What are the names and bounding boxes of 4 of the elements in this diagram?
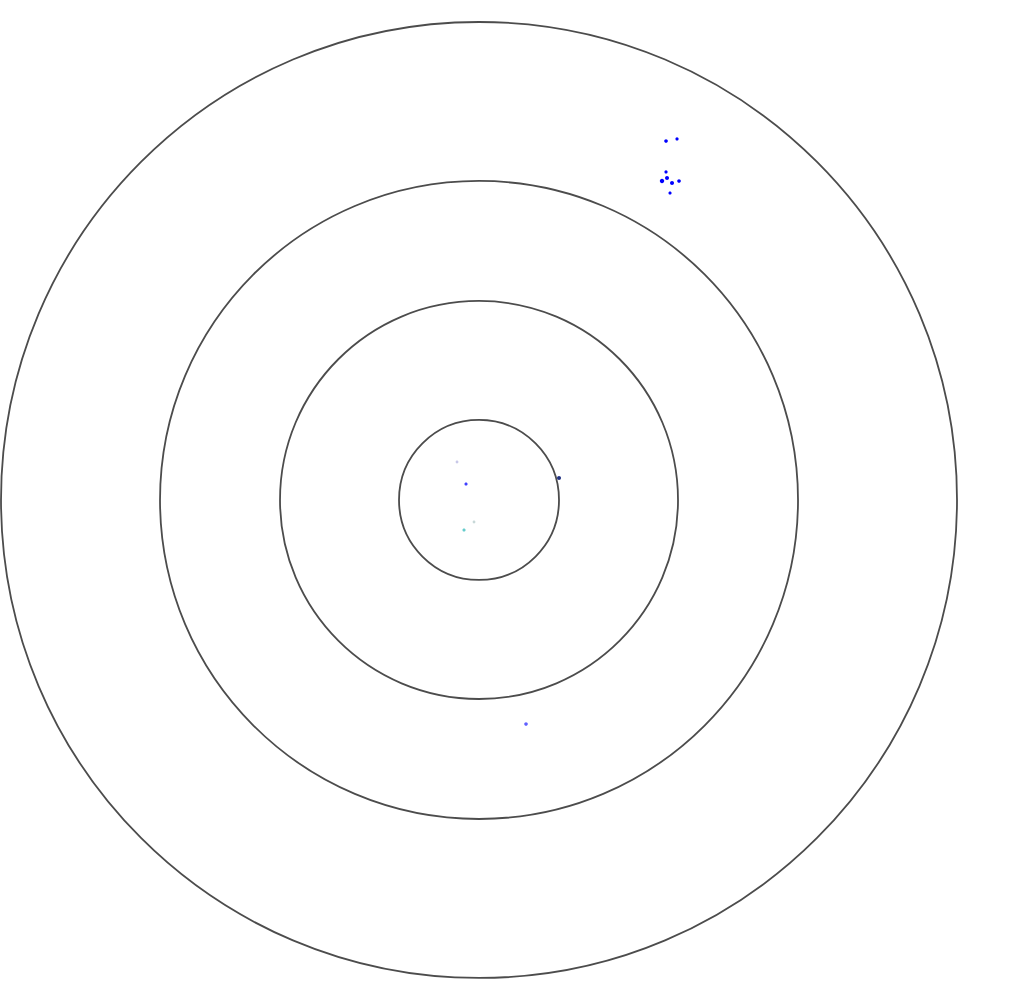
- ring: [279, 300, 679, 700]
- ring: [0, 21, 958, 979]
- ring: [159, 180, 799, 820]
- ring: [398, 419, 560, 581]
